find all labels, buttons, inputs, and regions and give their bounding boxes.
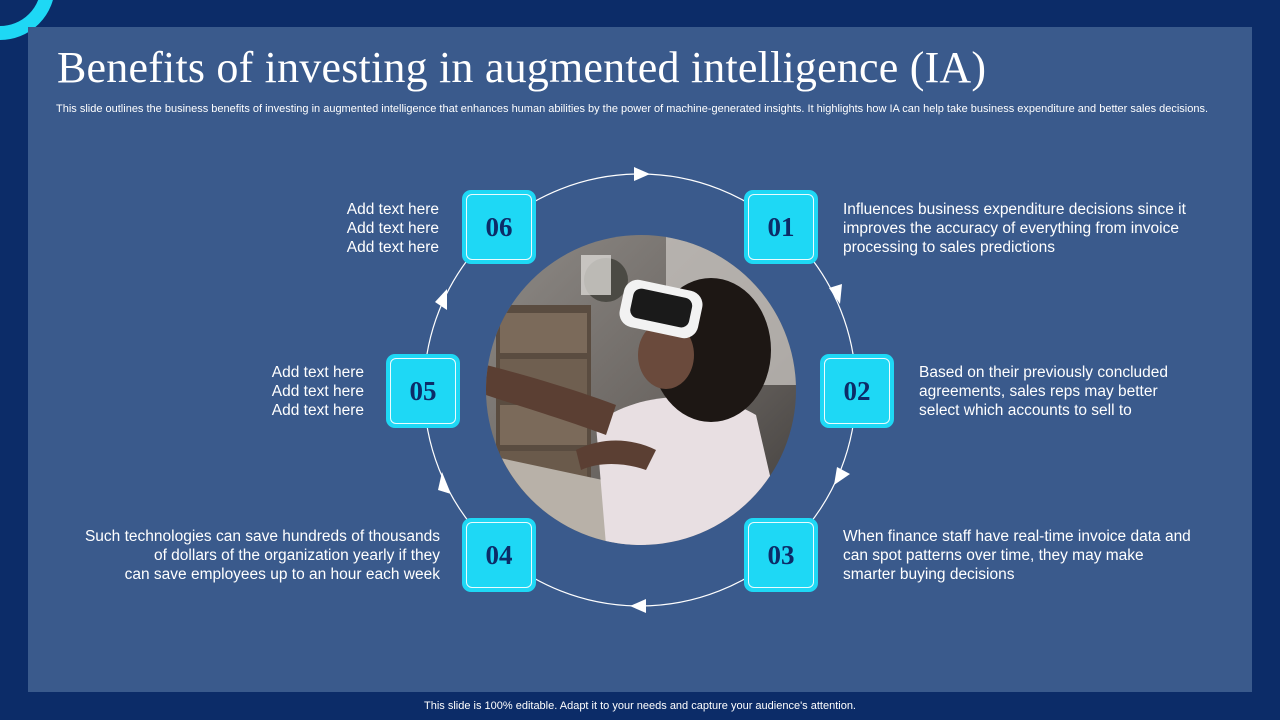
text-line: Such technologies can save hundreds of t… [84,528,440,545]
step-text-02: Based on their previously concluded agre… [919,363,1168,420]
text-line: Add text here [346,220,439,237]
step-badge-01: 01 [744,190,818,264]
step-number: 04 [466,522,532,588]
text-line: agreements, sales reps may better [919,383,1158,400]
vr-headset-photo [486,235,796,545]
arrow-icon [630,599,646,613]
text-line: improves the accuracy of everything from… [843,220,1179,237]
arrow-icon [634,167,650,181]
step-number: 06 [466,194,532,260]
arrow-icon [438,472,451,494]
arrow-icon [834,467,850,485]
step-text-01: Influences business expenditure decision… [843,200,1186,257]
slide-title: Benefits of investing in augmented intel… [57,43,987,92]
slide-subtitle: This slide outlines the business benefit… [56,103,1209,115]
step-badge-06: 06 [462,190,536,264]
step-number: 03 [748,522,814,588]
arrow-icon [829,284,842,304]
arrow-icon [435,289,447,310]
text-line: When finance staff have real-time invoic… [843,528,1191,545]
slide-footer: This slide is 100% editable. Adapt it to… [424,700,856,712]
step-badge-05: 05 [386,354,460,428]
step-number: 02 [824,358,890,424]
step-badge-03: 03 [744,518,818,592]
step-number: 01 [748,194,814,260]
text-line: Add text here [271,364,364,381]
step-text-06: Add text here Add text here Add text her… [289,200,439,257]
step-text-03: When finance staff have real-time invoic… [843,527,1191,584]
step-badge-02: 02 [820,354,894,428]
text-line: can save employees up to an hour each we… [124,566,440,583]
text-line: Add text here [346,201,439,218]
step-text-04: Such technologies can save hundreds of t… [60,527,440,584]
text-line: can spot patterns over time, they may ma… [843,547,1144,564]
step-number: 05 [390,358,456,424]
text-line: Add text here [271,402,364,419]
text-line: smarter buying decisions [843,566,1015,583]
text-line: Influences business expenditure decision… [843,201,1186,218]
step-badge-04: 04 [462,518,536,592]
step-text-05: Add text here Add text here Add text her… [214,363,364,420]
text-line: Add text here [346,239,439,256]
text-line: processing to sales predictions [843,239,1055,256]
text-line: Based on their previously concluded [919,364,1169,381]
text-line: select which accounts to sell to [919,402,1132,419]
text-line: Add text here [271,383,364,400]
text-line: of dollars of the organization yearly if… [153,547,440,564]
